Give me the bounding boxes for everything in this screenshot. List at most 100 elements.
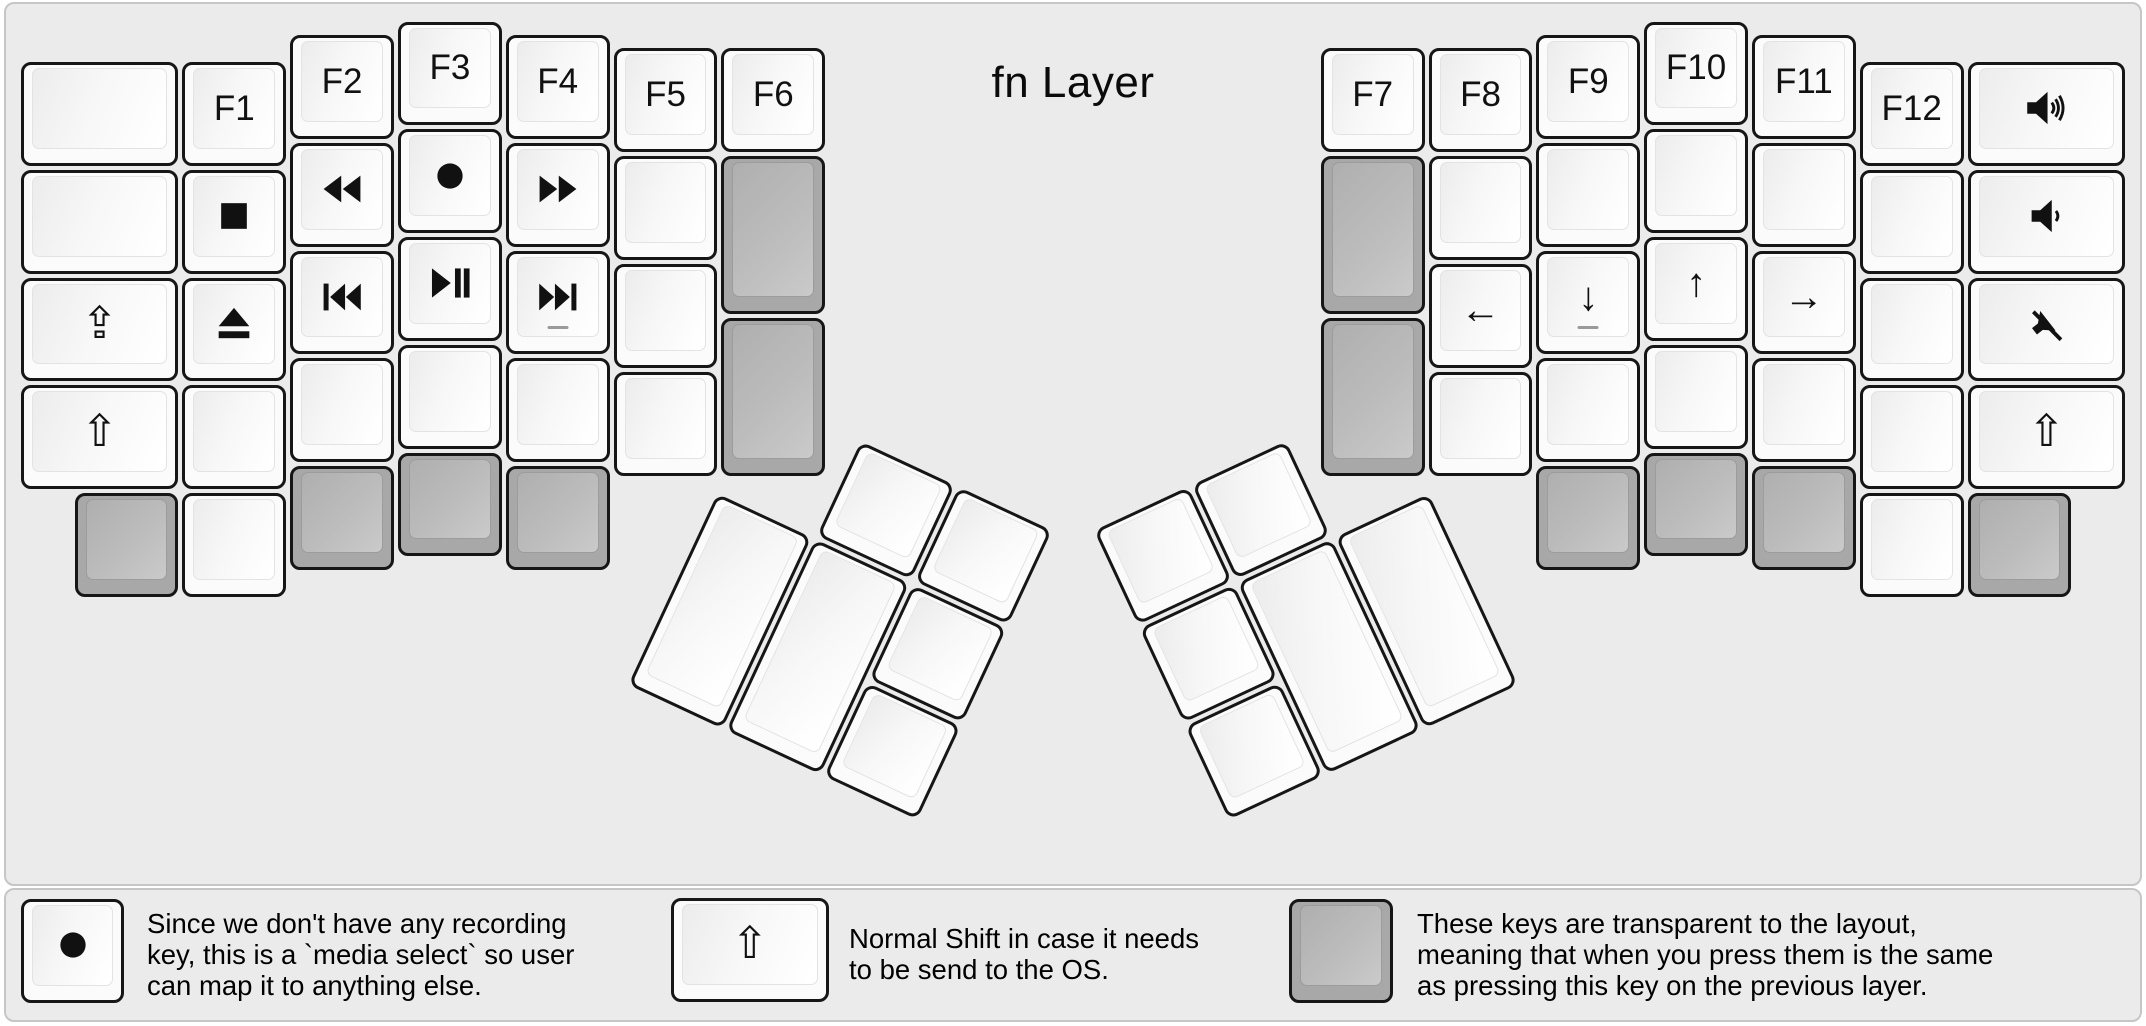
key-legend: ⇪ xyxy=(81,298,118,348)
key-caps-shift[interactable]: ⇪ xyxy=(20,277,179,382)
keycap-face xyxy=(732,323,815,459)
key-blank[interactable] xyxy=(1428,156,1533,261)
key-media-eject[interactable] xyxy=(182,277,287,382)
keycap-face xyxy=(1547,148,1630,230)
key-transparent[interactable] xyxy=(1752,466,1856,570)
key-shift[interactable]: ⇧ xyxy=(20,385,179,490)
key-blank[interactable] xyxy=(505,358,610,463)
key-f9[interactable]: F9 xyxy=(1536,34,1641,139)
key-transparent[interactable] xyxy=(1320,317,1425,476)
key-legend: → xyxy=(1783,274,1824,319)
key-legend: F10 xyxy=(1665,48,1727,88)
key-f7[interactable]: F7 xyxy=(1320,48,1425,153)
key-shift-sample-key: ⇧ xyxy=(671,898,829,1002)
key-legend: ⇧ xyxy=(2028,406,2065,456)
key-transparent[interactable] xyxy=(398,452,502,557)
key-transparent[interactable] xyxy=(1644,452,1748,557)
key-transparent[interactable] xyxy=(721,317,826,476)
key-blank[interactable] xyxy=(1644,129,1748,234)
key-blank[interactable] xyxy=(182,385,287,490)
key-f1[interactable]: F1 xyxy=(182,61,287,166)
key-transparent[interactable] xyxy=(721,156,826,314)
record-icon xyxy=(51,923,95,967)
key-blank[interactable] xyxy=(1859,277,1964,382)
key-blank[interactable] xyxy=(1752,142,1856,247)
key-blank[interactable] xyxy=(20,61,179,166)
key-legend: F11 xyxy=(1775,61,1833,101)
key-blank[interactable] xyxy=(613,156,718,261)
key-blank[interactable] xyxy=(398,344,502,449)
key-transparent[interactable] xyxy=(1320,156,1425,314)
key-f5[interactable]: F5 xyxy=(613,48,718,153)
key-blank[interactable] xyxy=(1536,358,1641,463)
keycap-face xyxy=(1439,162,1522,244)
keycap-face xyxy=(1151,594,1260,703)
legend-panel xyxy=(4,888,2142,1022)
key-transparent[interactable] xyxy=(290,466,394,570)
key-media-rewind[interactable] xyxy=(290,142,394,247)
keycap-face xyxy=(1331,323,1414,459)
key-media-record[interactable] xyxy=(398,129,502,234)
key-blank[interactable] xyxy=(1859,169,1964,274)
key-blank[interactable] xyxy=(1859,493,1964,597)
key-arrow-right[interactable]: → xyxy=(1752,250,1856,355)
key-arrow-left[interactable]: ← xyxy=(1428,264,1533,368)
keycap-face: F9 xyxy=(1547,40,1630,122)
key-media-fast-forward[interactable] xyxy=(505,142,610,247)
keycap-face xyxy=(1870,391,1953,473)
keycap-face xyxy=(516,148,599,230)
key-transparent[interactable] xyxy=(1536,466,1641,570)
key-arrow-down[interactable]: ↓ xyxy=(1536,250,1641,355)
homing-dash xyxy=(1577,325,1599,330)
key-media-stop[interactable] xyxy=(182,169,287,274)
keycap-face: F3 xyxy=(409,27,491,109)
key-f6[interactable]: F6 xyxy=(721,48,826,153)
key-legend: F9 xyxy=(1567,61,1609,101)
keycap-face xyxy=(193,175,276,257)
keycap-face xyxy=(193,499,276,580)
key-volume-up[interactable] xyxy=(1967,61,2126,166)
key-legend: F1 xyxy=(213,88,255,128)
key-blank[interactable] xyxy=(1644,344,1748,449)
keycap-face xyxy=(516,256,599,338)
key-blank[interactable] xyxy=(1859,385,1964,490)
key-blank[interactable] xyxy=(1428,371,1533,476)
keycap-face xyxy=(1870,283,1953,365)
legend-text-3: These keys are transparent to the layout… xyxy=(1417,908,1993,1001)
key-transparent[interactable] xyxy=(74,493,179,597)
key-media-next-track[interactable] xyxy=(505,250,610,355)
key-f2[interactable]: F2 xyxy=(290,34,394,139)
key-f8[interactable]: F8 xyxy=(1428,48,1533,153)
keycap-face xyxy=(1978,175,2115,257)
keycap-face xyxy=(31,905,114,986)
key-blank[interactable] xyxy=(613,264,718,368)
key-volume-down[interactable] xyxy=(1967,169,2126,274)
key-blank[interactable] xyxy=(1752,358,1856,463)
key-arrow-up[interactable]: ↑ xyxy=(1644,237,1748,341)
key-blank[interactable] xyxy=(613,371,718,476)
homing-dash xyxy=(547,325,569,330)
key-f3[interactable]: F3 xyxy=(398,21,502,126)
key-media-prev-track[interactable] xyxy=(290,250,394,355)
keycap-face xyxy=(1763,472,1845,553)
keycap-face xyxy=(1439,377,1522,459)
key-blank[interactable] xyxy=(20,169,179,274)
key-media-play-pause[interactable] xyxy=(398,237,502,341)
key-f10[interactable]: F10 xyxy=(1644,21,1748,126)
keycap-face xyxy=(85,499,168,580)
key-blank[interactable] xyxy=(182,493,287,597)
key-f4[interactable]: F4 xyxy=(505,34,610,139)
keycap-face xyxy=(1763,364,1845,446)
key-f12[interactable]: F12 xyxy=(1859,61,1964,166)
keycap-face xyxy=(1300,905,1382,986)
key-f11[interactable]: F11 xyxy=(1752,34,1856,139)
key-legend: ⇧ xyxy=(731,919,769,969)
key-transparent[interactable] xyxy=(1967,493,2072,597)
key-shift[interactable]: ⇧ xyxy=(1967,385,2126,490)
keycap-face xyxy=(1547,472,1630,553)
key-blank[interactable] xyxy=(290,358,394,463)
key-legend: ↓ xyxy=(1578,274,1599,319)
key-blank[interactable] xyxy=(1536,142,1641,247)
key-mute[interactable] xyxy=(1967,277,2126,382)
key-transparent[interactable] xyxy=(505,466,610,570)
